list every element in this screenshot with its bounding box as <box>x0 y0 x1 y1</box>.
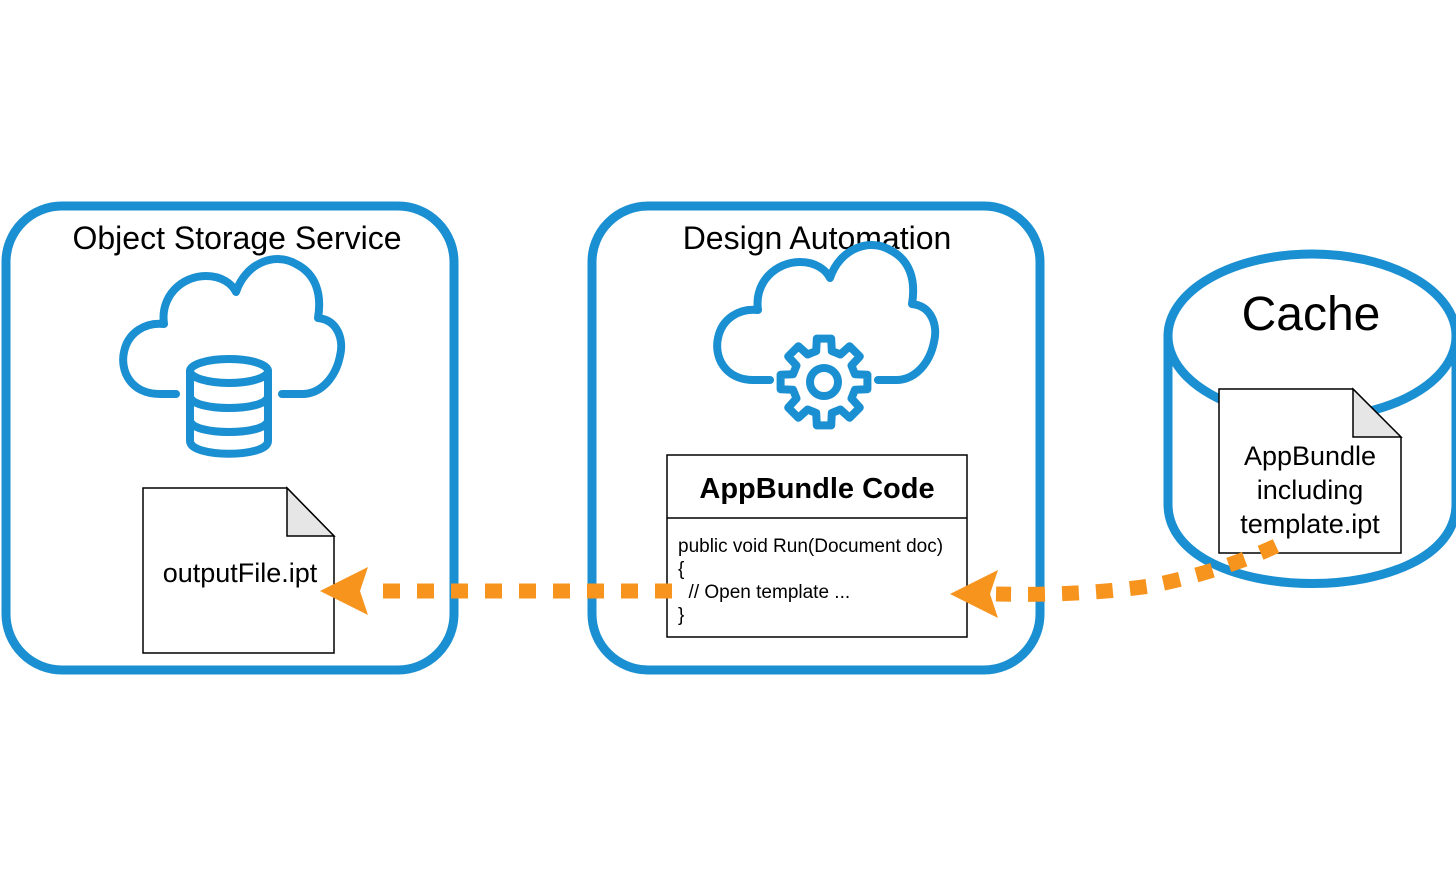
object-storage-title: Object Storage Service <box>72 220 401 256</box>
cache-title: Cache <box>1242 288 1381 341</box>
document-fold <box>1352 387 1403 438</box>
cloud-gear-icon <box>713 241 940 384</box>
document-fold <box>286 486 336 537</box>
design-automation-container <box>587 201 1045 675</box>
appbundle-code-header: AppBundle Code <box>699 473 934 505</box>
object-storage-container <box>1 201 459 675</box>
design-automation-title: Design Automation <box>683 220 952 256</box>
output-file-document: outputFile.ipt <box>142 486 336 654</box>
design-automation: Design Automation AppBundle Code public … <box>587 201 1045 675</box>
cache-doc-line: including <box>1257 475 1364 505</box>
code-line: { <box>678 559 685 580</box>
arrow-cache-to-appbundle <box>950 539 1280 618</box>
output-file-name: outputFile.ipt <box>163 558 318 588</box>
arrow-head <box>950 570 998 618</box>
cache-doc-line: AppBundle <box>1244 441 1376 471</box>
cloud-database-icon <box>119 255 346 458</box>
code-line: } <box>678 605 684 626</box>
cache-document: AppBundle including template.ipt <box>1218 387 1403 554</box>
arrow-dotted-line <box>995 539 1280 602</box>
cache-cylinder-body <box>1163 336 1456 588</box>
gear-icon <box>776 334 872 430</box>
cache-doc-line: template.ipt <box>1240 509 1380 539</box>
object-storage-service: Object Storage Service outputFile.ipt <box>1 201 459 675</box>
code-line: public void Run(Document doc) <box>678 536 943 557</box>
arrow-head <box>320 567 368 615</box>
code-line: // Open template ... <box>678 582 850 603</box>
appbundle-code-box: AppBundle Code public void Run(Document … <box>666 454 968 638</box>
cache: Cache AppBundle including template.ipt <box>1163 249 1456 588</box>
arrow-appbundle-to-output <box>320 567 672 615</box>
